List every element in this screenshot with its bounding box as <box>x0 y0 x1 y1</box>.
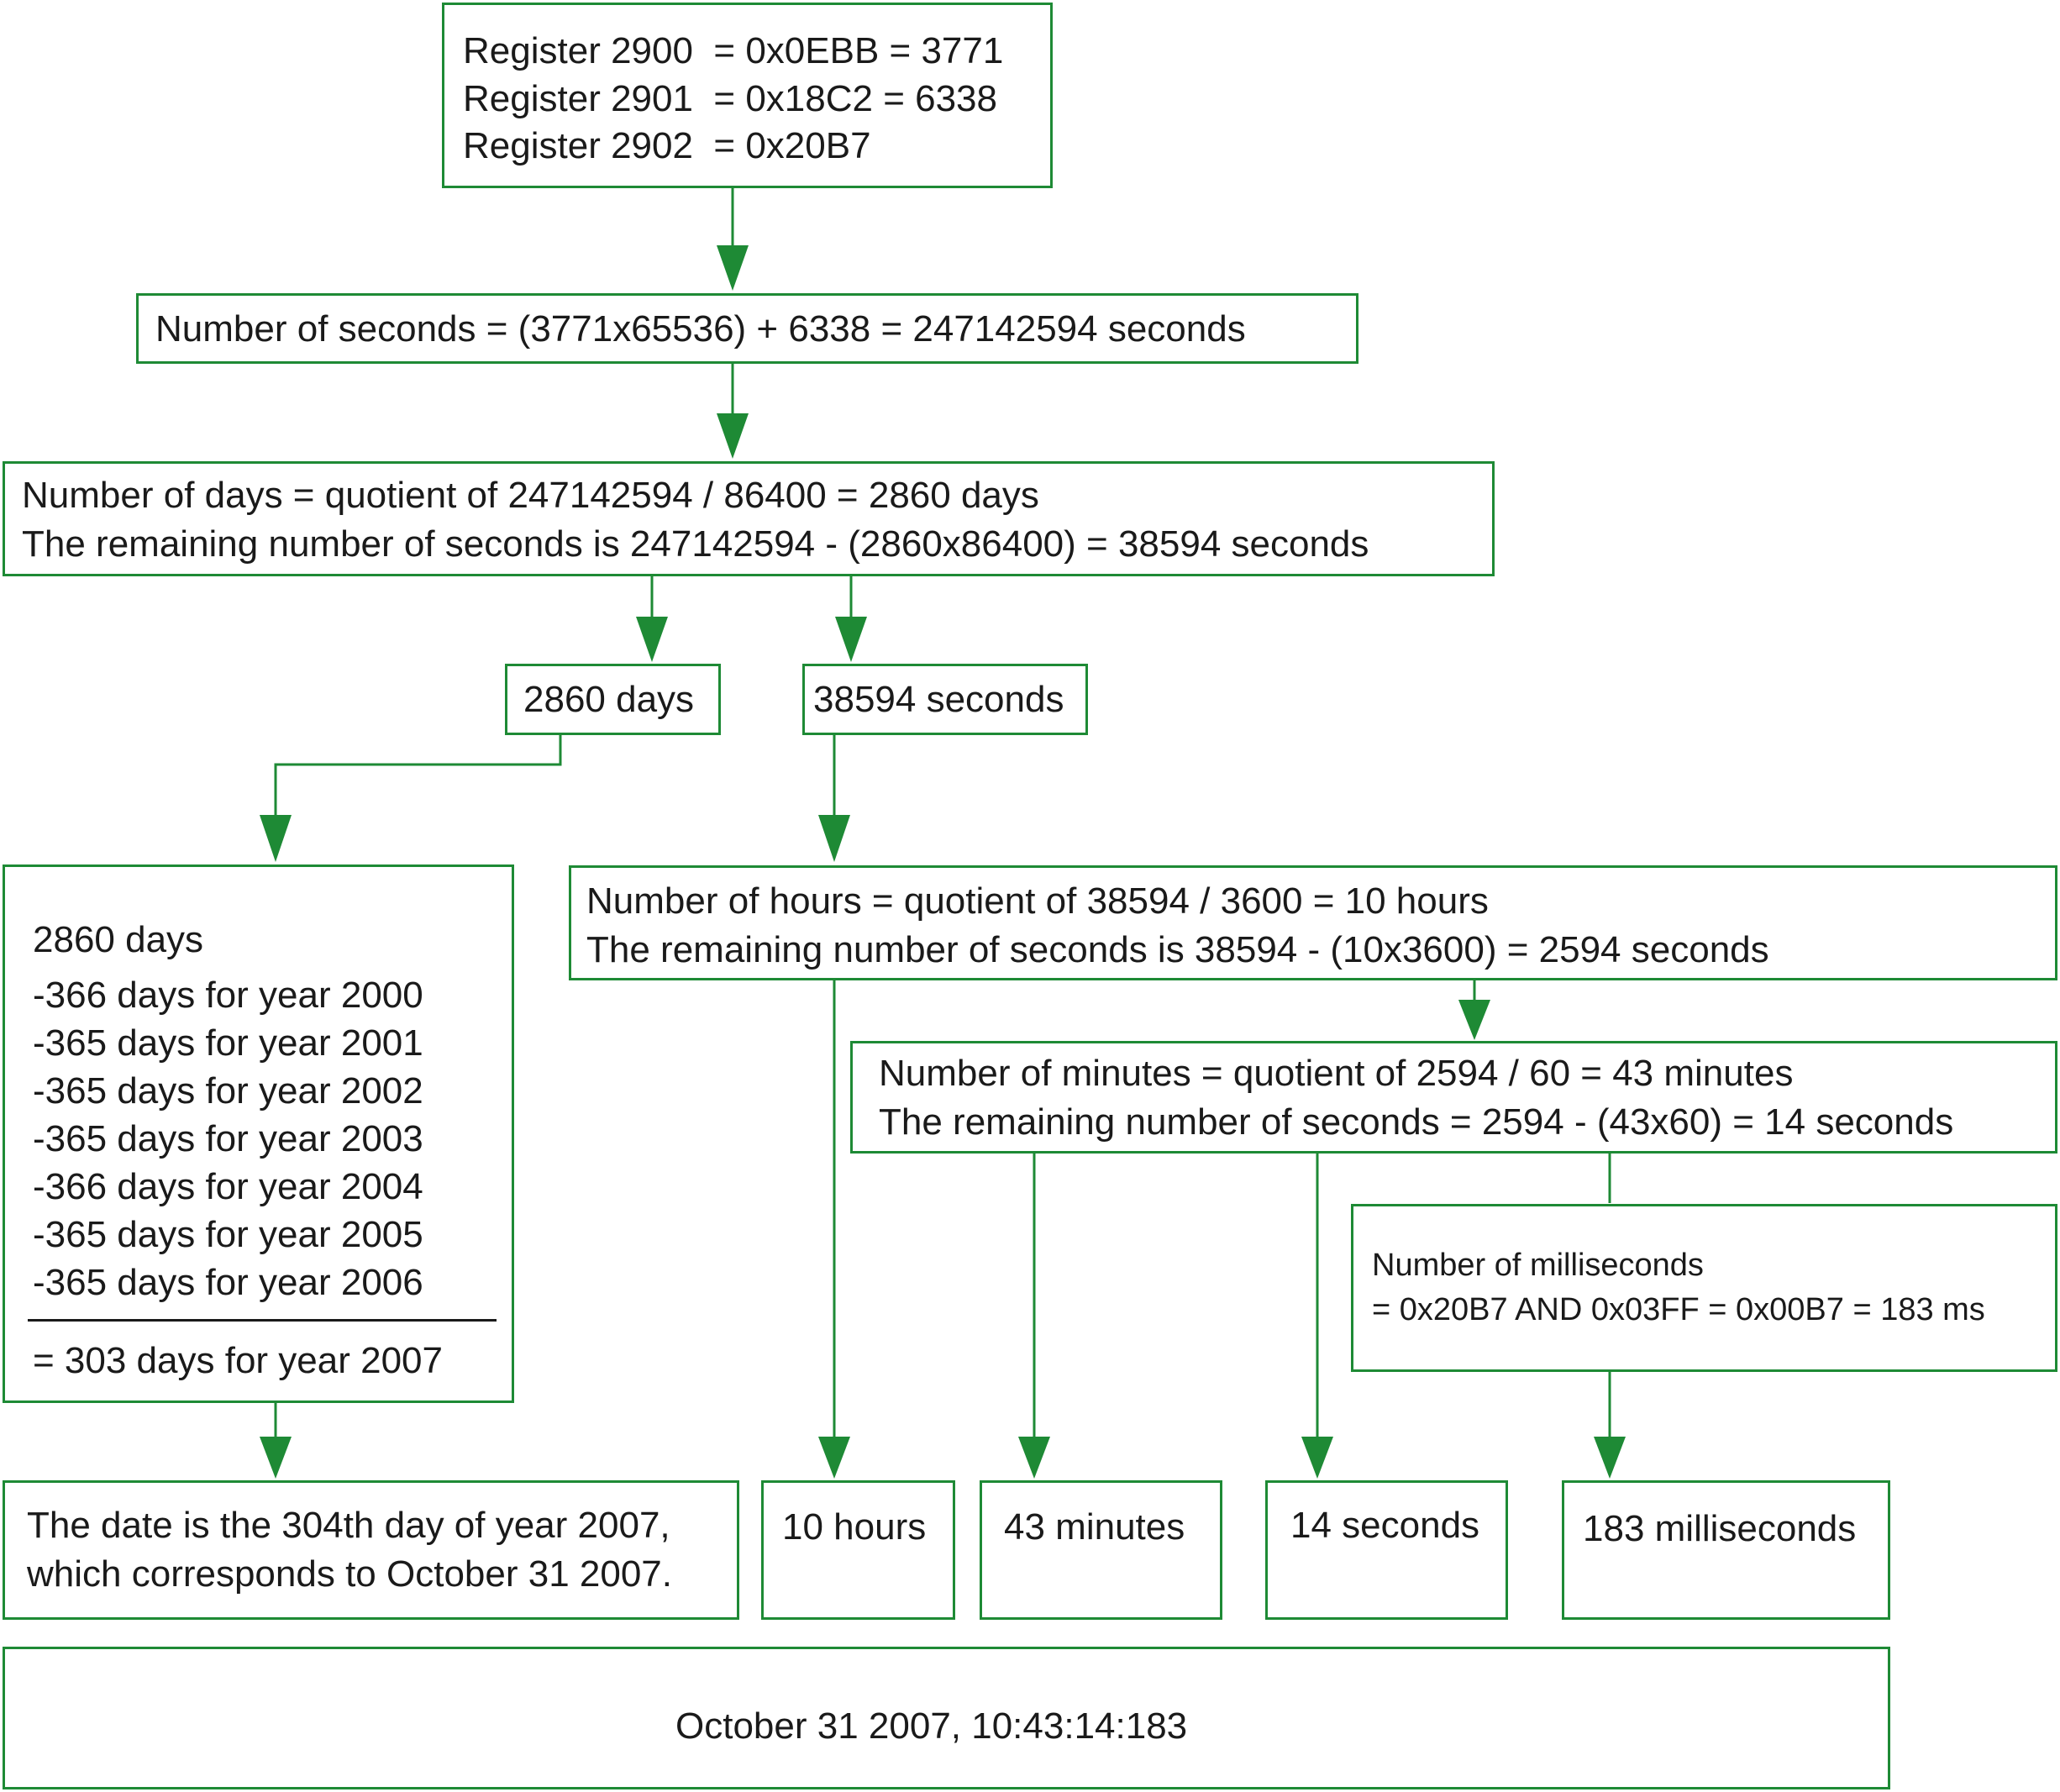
year-2004-line: -366 days for year 2004 <box>33 1166 423 1207</box>
hours-result-box: 10 hours <box>761 1480 955 1620</box>
minutes-result-text: 43 minutes <box>1004 1506 1185 1548</box>
total-seconds-box: Number of seconds = (3771x65536) + 6338 … <box>136 293 1358 364</box>
hours-result-text: 10 hours <box>782 1506 927 1548</box>
date-result-box: The date is the 304th day of year 2007, … <box>3 1480 739 1620</box>
days-value-box: 2860 days <box>505 664 721 735</box>
year-2007-result: = 303 days for year 2007 <box>33 1340 443 1381</box>
seconds-value-text: 38594 seconds <box>813 679 1064 720</box>
year-2000-line: -366 days for year 2000 <box>33 975 423 1016</box>
year-2003-line: -365 days for year 2003 <box>33 1118 423 1159</box>
days-value-text: 2860 days <box>523 679 695 720</box>
registers-box: Register 2900 = 0x0EBB = 3771 Register 2… <box>442 3 1053 188</box>
register-2901-line: Register 2901 = 0x18C2 = 6338 <box>463 78 998 119</box>
year-2002-line: -365 days for year 2002 <box>33 1070 423 1111</box>
years-header-text: 2860 days <box>33 919 204 960</box>
days-calculation-box: Number of days = quotient of 247142594 /… <box>3 461 1495 576</box>
hours-calculation-box: Number of hours = quotient of 38594 / 36… <box>569 865 2057 980</box>
final-result-text: October 31 2007, 10:43:14:183 <box>675 1705 1188 1747</box>
minutes-result-box: 43 minutes <box>980 1480 1222 1620</box>
hours-quotient-text: Number of hours = quotient of 38594 / 36… <box>586 880 1489 922</box>
days-quotient-text: Number of days = quotient of 247142594 /… <box>22 475 1039 516</box>
date-result-line2: which corresponds to October 31 2007. <box>27 1553 673 1595</box>
final-result-box: October 31 2007, 10:43:14:183 <box>3 1647 1890 1789</box>
year-2001-line: -365 days for year 2001 <box>33 1022 423 1064</box>
seconds-value-box: 38594 seconds <box>802 664 1088 735</box>
sum-divider <box>28 1319 497 1322</box>
milliseconds-result-text: 183 milliseconds <box>1583 1508 1857 1549</box>
register-2900-line: Register 2900 = 0x0EBB = 3771 <box>463 30 1004 71</box>
seconds-result-text: 14 seconds <box>1290 1505 1480 1546</box>
year-2006-line: -365 days for year 2006 <box>33 1262 423 1303</box>
years-breakdown-box: 2860 days -366 days for year 2000 -365 d… <box>3 864 514 1403</box>
milliseconds-result-box: 183 milliseconds <box>1562 1480 1890 1620</box>
minutes-calculation-box: Number of minutes = quotient of 2594 / 6… <box>850 1041 2057 1154</box>
days-remainder-text: The remaining number of seconds is 24714… <box>22 523 1369 565</box>
minutes-remainder-text: The remaining number of seconds = 2594 -… <box>879 1101 1954 1143</box>
seconds-result-box: 14 seconds <box>1265 1480 1508 1620</box>
minutes-quotient-text: Number of minutes = quotient of 2594 / 6… <box>879 1053 1794 1094</box>
register-2902-line: Register 2902 = 0x20B7 <box>463 125 871 166</box>
milliseconds-title-text: Number of milliseconds <box>1372 1248 1704 1283</box>
total-seconds-text: Number of seconds = (3771x65536) + 6338 … <box>155 308 1246 349</box>
milliseconds-formula-text: = 0x20B7 AND 0x03FF = 0x00B7 = 183 ms <box>1372 1292 1985 1327</box>
date-result-line1: The date is the 304th day of year 2007, <box>27 1505 670 1546</box>
year-2005-line: -365 days for year 2005 <box>33 1214 423 1255</box>
milliseconds-calculation-box: Number of milliseconds = 0x20B7 AND 0x03… <box>1351 1204 2057 1372</box>
hours-remainder-text: The remaining number of seconds is 38594… <box>586 929 1769 970</box>
